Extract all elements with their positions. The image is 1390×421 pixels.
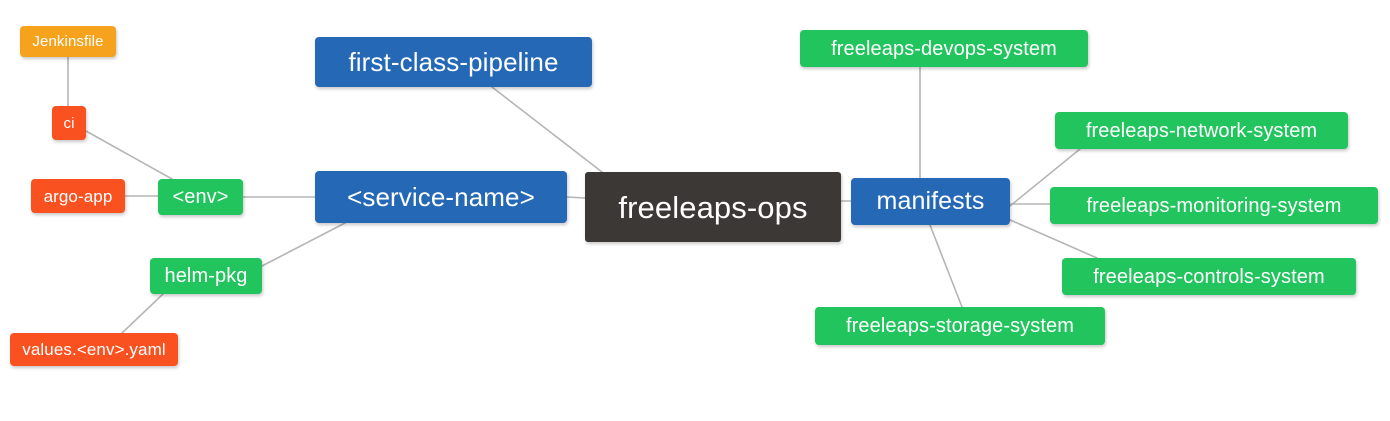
mindmap-node-freeleaps-controls-system[interactable]: freeleaps-controls-system: [1062, 258, 1356, 295]
mindmap-node-freeleaps-monitoring-system[interactable]: freeleaps-monitoring-system: [1050, 187, 1378, 224]
mindmap-node-freeleaps-ops[interactable]: freeleaps-ops: [585, 172, 841, 242]
mindmap-node-manifests[interactable]: manifests: [851, 178, 1010, 225]
mindmap-node-jenkinsfile[interactable]: Jenkinsfile: [20, 26, 116, 57]
mindmap-node-first-class-pipeline[interactable]: first-class-pipeline: [315, 37, 592, 87]
edge-helm-pkg-to-values-env-yaml: [121, 293, 164, 334]
mindmap-node-helm-pkg[interactable]: helm-pkg: [150, 258, 262, 294]
edge-freeleaps-ops-to-service-name: [566, 196, 586, 199]
mindmap-node-freeleaps-storage-system[interactable]: freeleaps-storage-system: [815, 307, 1105, 345]
mindmap-node-env[interactable]: <env>: [158, 179, 243, 215]
mindmap-node-freeleaps-devops-system[interactable]: freeleaps-devops-system: [800, 30, 1088, 67]
edge-service-name-to-helm-pkg: [261, 222, 346, 267]
edge-manifests-to-freeleaps-controls-system: [1007, 218, 1098, 259]
mindmap-node-ci[interactable]: ci: [52, 106, 86, 140]
mindmap-node-argo-app[interactable]: argo-app: [31, 179, 125, 213]
mindmap-node-freeleaps-network-system[interactable]: freeleaps-network-system: [1055, 112, 1348, 149]
edge-env-to-ci: [85, 130, 173, 180]
mindmap-node-service-name[interactable]: <service-name>: [315, 171, 567, 223]
edge-manifests-to-freeleaps-storage-system: [929, 224, 963, 308]
mindmap-node-values-env-yaml[interactable]: values.<env>.yaml: [10, 333, 178, 366]
edge-freeleaps-ops-to-first-class-pipeline: [491, 86, 603, 173]
